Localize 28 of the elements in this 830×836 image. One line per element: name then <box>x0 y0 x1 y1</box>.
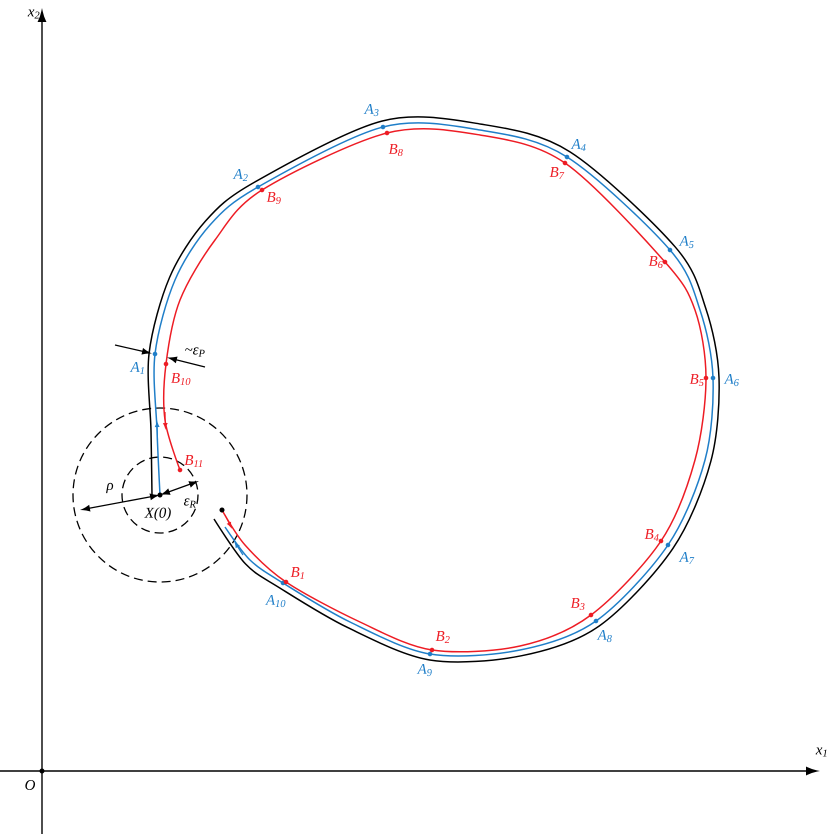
point-label: ρ <box>106 482 114 494</box>
point-label: B$_{9}$ <box>266 192 281 204</box>
point-label: B$_{1}$ <box>290 567 304 579</box>
point-label: A$_{3}$ <box>364 104 379 116</box>
point-label: A$_{10}$ <box>265 594 286 608</box>
point-label: B$_{7}$ <box>550 167 564 179</box>
point-label: B$_{2}$ <box>436 631 450 643</box>
point-label: A$_{2}$ <box>232 169 248 182</box>
point-label: B$_{4}$ <box>644 529 659 541</box>
point-label: A$_{5}$ <box>678 236 694 248</box>
point-label: A$_{4}$ <box>570 139 586 152</box>
point-label: A$_{1}$ <box>130 362 144 374</box>
point-label: x$_{1}$ <box>816 748 827 756</box>
point-label: B$_{10}$ <box>171 373 190 386</box>
point-label: O <box>25 780 36 790</box>
point-label: A$_{8}$ <box>596 630 612 642</box>
point-label: ε$_{R}$ <box>184 498 196 508</box>
point-label: B$_{5}$ <box>690 374 704 386</box>
point-label: B$_{8}$ <box>388 144 403 156</box>
point-label: A$_{9}$ <box>416 664 432 676</box>
point-label: X(0) <box>144 507 171 521</box>
point-label: B$_{6}$ <box>648 256 663 268</box>
point-label: B$_{3}$ <box>570 598 585 610</box>
point-label: B$_{11}$ <box>184 455 202 467</box>
point-label: A$_{7}$ <box>678 552 694 564</box>
point-label: x$_{2}$ <box>28 10 40 19</box>
point-label: A$_{6}$ <box>724 374 739 386</box>
point-label: ~ε$_{P}$ <box>185 347 205 357</box>
